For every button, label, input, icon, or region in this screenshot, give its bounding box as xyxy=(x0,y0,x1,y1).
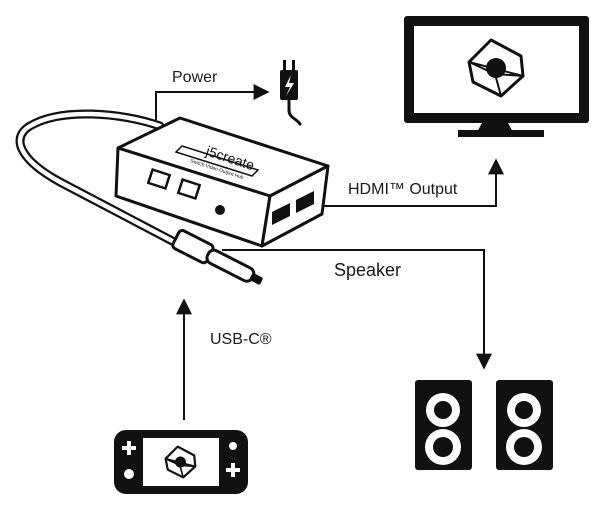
monitor-icon xyxy=(404,16,589,137)
speaker-label: Speaker xyxy=(334,260,401,280)
speaker-icon xyxy=(415,380,472,470)
speaker-arrow xyxy=(222,249,492,370)
cube-logo-icon xyxy=(164,445,197,479)
power-plug-icon xyxy=(280,60,302,126)
usb-c-plug-icon xyxy=(171,228,263,285)
speaker-icon xyxy=(496,380,553,470)
hdmi-arrow xyxy=(324,158,504,207)
power-label: Power xyxy=(172,69,218,86)
power-arrow xyxy=(155,84,270,120)
usb-c-hub xyxy=(114,116,330,248)
usbc-label: USB-C® xyxy=(210,331,272,348)
cube-logo-icon xyxy=(467,38,525,98)
game-console-icon xyxy=(114,430,248,494)
hdmi-label: HDMI™ Output xyxy=(348,181,458,198)
